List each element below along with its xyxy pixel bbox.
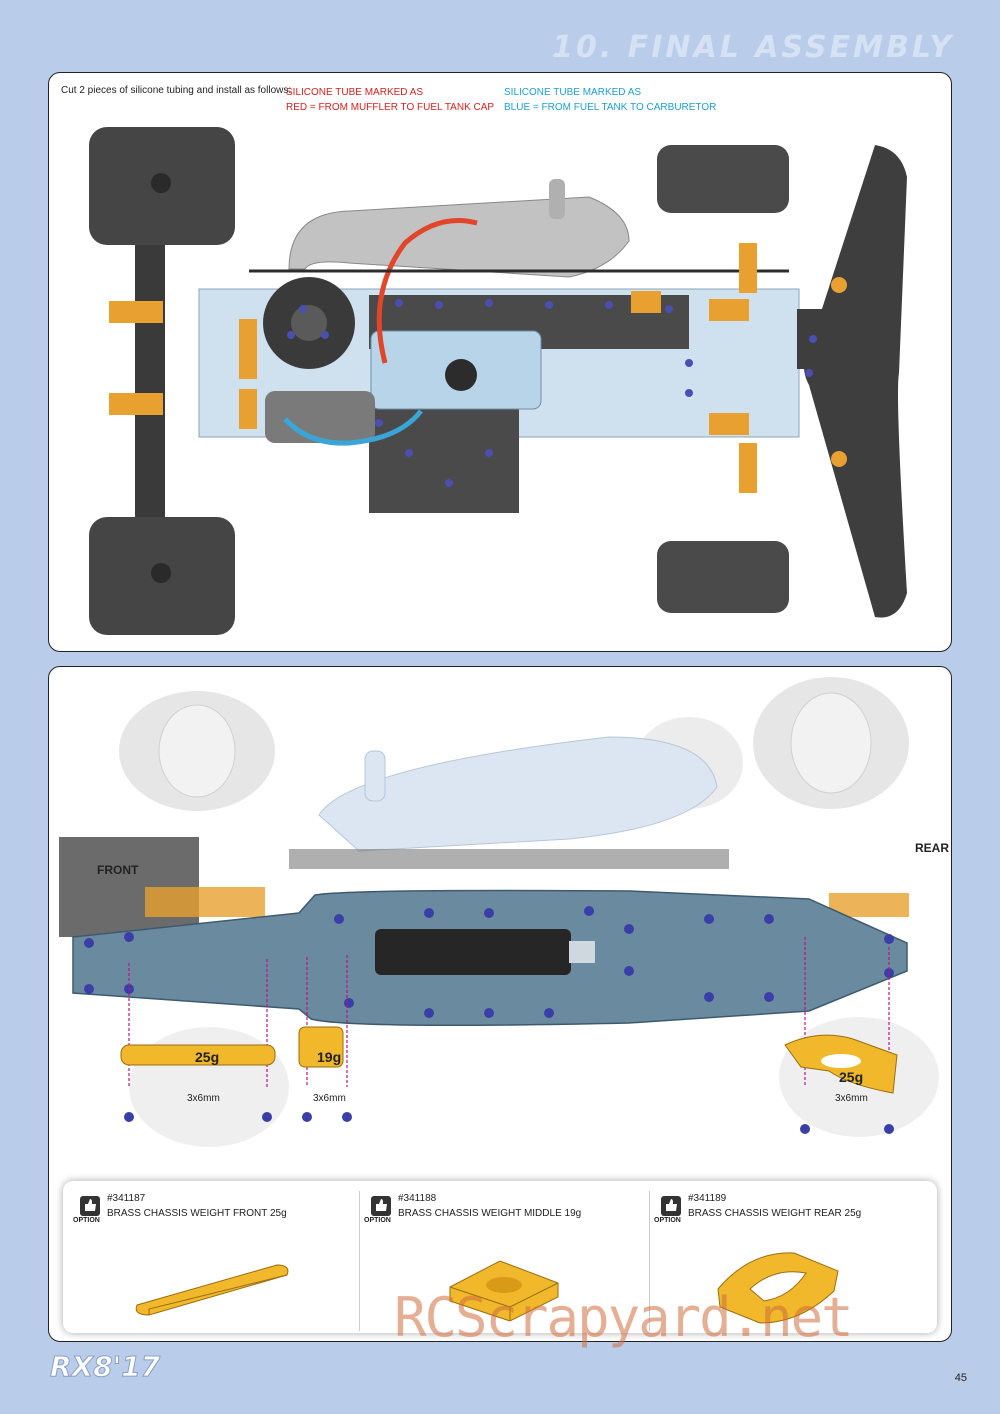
rx8-logo: RX8'17 [50, 1352, 161, 1382]
part-name: BRASS CHASSIS WEIGHT REAR 25g [688, 1208, 862, 1219]
thumbs-up-icon [371, 1196, 391, 1216]
option-tag: OPTION [654, 1217, 681, 1224]
option-middle-weight: OPTION #341188 BRASS CHASSIS WEIGHT MIDD… [359, 1191, 646, 1331]
svg-text:RX8'17: RX8'17 [50, 1352, 161, 1382]
fuel-tank-cap [445, 359, 477, 391]
blue-silicone-tube [283, 409, 423, 446]
middle-weight-value: 19g [317, 1049, 342, 1065]
tubing-instruction: Cut 2 pieces of silicone tubing and inst… [61, 85, 292, 96]
red-silicone-tube [376, 218, 478, 364]
option-tag: OPTION [364, 1217, 391, 1224]
rear-weight-value: 25g [839, 1069, 864, 1085]
brass-weight-middle [298, 1026, 344, 1068]
rear-screw-size: 3x6mm [835, 1093, 868, 1104]
front-weight-image [135, 1264, 289, 1316]
rear-left-tire [657, 145, 789, 213]
front-screw-size: 3x6mm [187, 1093, 220, 1104]
blue-tube-line1: SILICONE TUBE MARKED AS [504, 87, 642, 98]
section-title: 10. FINAL ASSEMBLY [552, 30, 954, 65]
muffler [288, 196, 630, 278]
rear-label: REAR [915, 841, 950, 855]
assembly-top-view-panel: Cut 2 pieces of silicone tubing and inst… [48, 72, 952, 652]
blue-tube-line2: BLUE = FROM FUEL TANK TO CARBURETOR [504, 102, 717, 113]
red-tube-line1: SILICONE TUBE MARKED AS [286, 87, 424, 98]
part-number: #341188 [398, 1193, 437, 1204]
rear-right-tire [657, 541, 789, 613]
option-parts-box: OPTION #341187 BRASS CHASSIS WEIGHT FRON… [63, 1181, 937, 1333]
middle-screw-size: 3x6mm [313, 1093, 346, 1104]
middle-weight-image [449, 1260, 559, 1322]
thumbs-up-icon [661, 1196, 681, 1216]
chassis-underside-illustration [59, 677, 939, 1147]
watermark: RCScrapyard.net [394, 1286, 854, 1349]
rear-wing [804, 145, 907, 618]
option-tag: OPTION [73, 1217, 100, 1224]
chassis-weight-panel: FRONT REAR 25g 3x6mm 19g 3x6mm 25g 3x6mm… [48, 666, 952, 1342]
red-tube-note: SILICONE TUBE MARKED AS RED = FROM MUFFL… [286, 85, 494, 115]
blue-tube-note: SILICONE TUBE MARKED AS BLUE = FROM FUEL… [504, 85, 716, 115]
part-number: #341187 [107, 1193, 146, 1204]
chassis-cutout [375, 929, 571, 975]
part-name: BRASS CHASSIS WEIGHT FRONT 25g [107, 1208, 287, 1219]
part-name: BRASS CHASSIS WEIGHT MIDDLE 19g [398, 1208, 582, 1219]
red-tube-line2: RED = FROM MUFFLER TO FUEL TANK CAP [286, 102, 495, 113]
thumbs-up-icon [80, 1196, 100, 1216]
front-weight-value: 25g [195, 1049, 220, 1065]
front-label: FRONT [97, 863, 139, 877]
rear-weight-image [717, 1252, 839, 1324]
car-top-view-illustration [89, 127, 907, 635]
option-front-weight: OPTION #341187 BRASS CHASSIS WEIGHT FRON… [69, 1191, 355, 1331]
option-rear-weight: OPTION #341189 BRASS CHASSIS WEIGHT REAR… [649, 1191, 936, 1331]
part-number: #341189 [688, 1193, 727, 1204]
page-number: 45 [954, 1372, 967, 1384]
engine-body [265, 391, 375, 443]
brass-weight-front [120, 1044, 276, 1066]
